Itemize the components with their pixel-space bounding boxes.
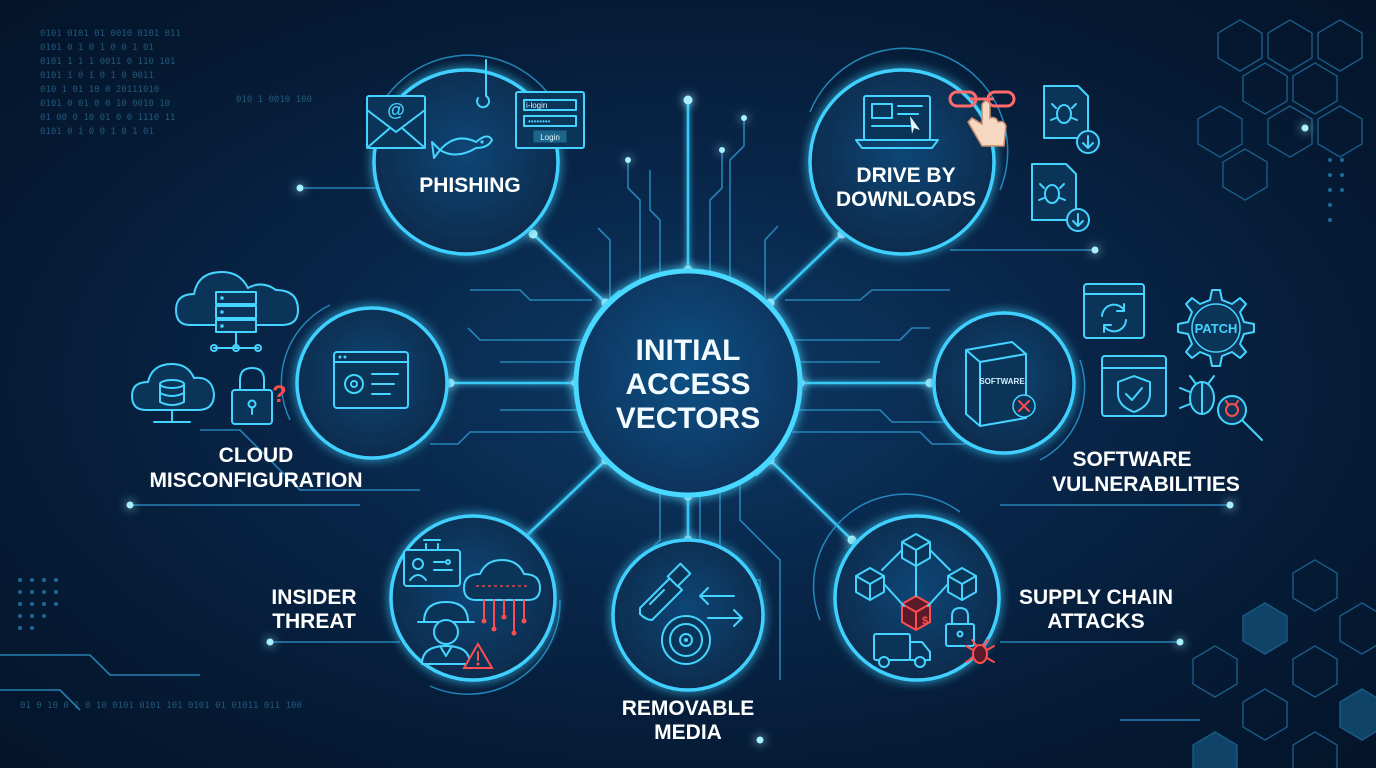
dot-grid-icon (18, 158, 1344, 630)
center-title-line: VECTORS (616, 402, 760, 435)
login-button-text: Login (540, 133, 560, 142)
update-window-icon (1083, 283, 1145, 339)
circuit-traces (0, 118, 1230, 721)
svg-text:@: @ (387, 100, 405, 120)
usb-drive-icon (639, 562, 692, 621)
node-cloud-misconfiguration: ? CLOUD MISCONFIGURATION (131, 271, 409, 492)
worker-icon (417, 601, 475, 665)
label-drive-by-line1: DRIVE BY (856, 164, 955, 187)
label-supply-line1: SUPPLY CHAIN (1019, 586, 1173, 609)
malware-file-icon (1043, 85, 1100, 154)
bug-magnifier-icon (1179, 375, 1263, 441)
label-supply-line2: ATTACKS (1047, 610, 1144, 633)
label-software-line1: SOFTWARE (1073, 448, 1192, 471)
node-software-vulnerabilities: SOFTWARE PATCH (965, 283, 1263, 496)
hexagon-pattern-icon (1192, 19, 1376, 768)
warning-icon (462, 642, 494, 669)
connector-spokes (450, 100, 930, 541)
padlock-question-icon: ? (231, 367, 287, 425)
malware-file-icon (1031, 163, 1090, 232)
binary-line: 01 00 0 10 01 0 0 1110 11 (40, 113, 175, 123)
binary-line: 010 1 01 10 0 20111010 (40, 85, 159, 95)
label-removable-line2: MEDIA (654, 721, 722, 744)
cloud-circuit-icon (463, 559, 541, 636)
cloud-database-icon (131, 363, 215, 423)
node-drive-by-downloads: DRIVE BY DOWNLOADS (836, 85, 1100, 232)
binary-line: 0101 1 1 1 0011 0 110 101 (40, 57, 175, 67)
center-title-line: INITIAL (636, 334, 741, 367)
id-badge-icon (403, 539, 461, 587)
package-network-icon: $ (855, 533, 977, 632)
shield-window-icon (1101, 355, 1167, 417)
laptop-icon (855, 95, 939, 149)
software-box-text: SOFTWARE (979, 377, 1025, 386)
binary-line: 0101 0101 01 0010 0101 011 (40, 29, 181, 39)
transfer-arrows-icon (699, 587, 743, 627)
label-insider-line1: INSIDER (271, 586, 356, 609)
svg-text:••••••••: •••••••• (528, 117, 551, 126)
node-removable-media: REMOVABLE MEDIA (622, 562, 755, 744)
node-insider-threat: INSIDER THREAT (271, 539, 541, 669)
cloud-server-icon (175, 271, 299, 352)
svg-text:$: $ (922, 615, 928, 627)
settings-window-icon (333, 351, 409, 409)
disc-icon (661, 615, 711, 665)
link-click-hand-icon (948, 90, 1016, 147)
email-icon: @ (366, 95, 426, 149)
delivery-truck-icon (873, 633, 931, 668)
binary-line: 0101 0 01 0 0 10 0010 10 (40, 99, 170, 109)
label-software-line2: VULNERABILITIES (1052, 473, 1240, 496)
binary-line: 0101 0 1 0 1 0 0 1 01 (40, 43, 154, 53)
label-drive-by-line2: DOWNLOADS (836, 188, 976, 211)
login-form-icon: i-login •••••••• Login (515, 91, 585, 149)
login-field-text: i-login (526, 101, 547, 110)
patch-gear-icon: PATCH (1177, 289, 1255, 367)
node-phishing: @ i-login •••••••• Login PHISHING (366, 59, 585, 197)
label-insider-line2: THREAT (272, 610, 356, 633)
label-phishing: PHISHING (419, 174, 521, 197)
padlock-icon (945, 607, 975, 647)
binary-line: 0101 0 1 0 0 1 0 1 01 (40, 127, 154, 137)
label-cloud-line2: MISCONFIGURATION (149, 469, 362, 492)
svg-text:?: ? (272, 381, 287, 408)
label-removable-line1: REMOVABLE (622, 697, 755, 720)
patch-text: PATCH (1195, 321, 1238, 336)
binary-line: 0101 1 0 1 0 1 0 0011 (40, 71, 154, 81)
center-hub: INITIAL ACCESS VECTORS (616, 334, 760, 435)
center-title-line: ACCESS (625, 368, 750, 401)
binary-line: 010 1 0010 100 (236, 95, 312, 105)
software-box-icon: SOFTWARE (965, 341, 1036, 427)
binary-line: 01 0 10 0 1 0 10 0101 0101 101 0101 01 0… (20, 701, 302, 711)
node-outer-arcs (280, 47, 1086, 695)
bug-icon (965, 639, 995, 664)
label-cloud-line1: CLOUD (219, 444, 294, 467)
fishhook-fish-icon (431, 59, 493, 159)
binary-background: 0101 0101 01 0010 0101 011 0101 0 1 0 1 … (20, 29, 312, 711)
node-supply-chain-attacks: $ SUPPLY CHAIN ATTACKS (855, 533, 1173, 668)
